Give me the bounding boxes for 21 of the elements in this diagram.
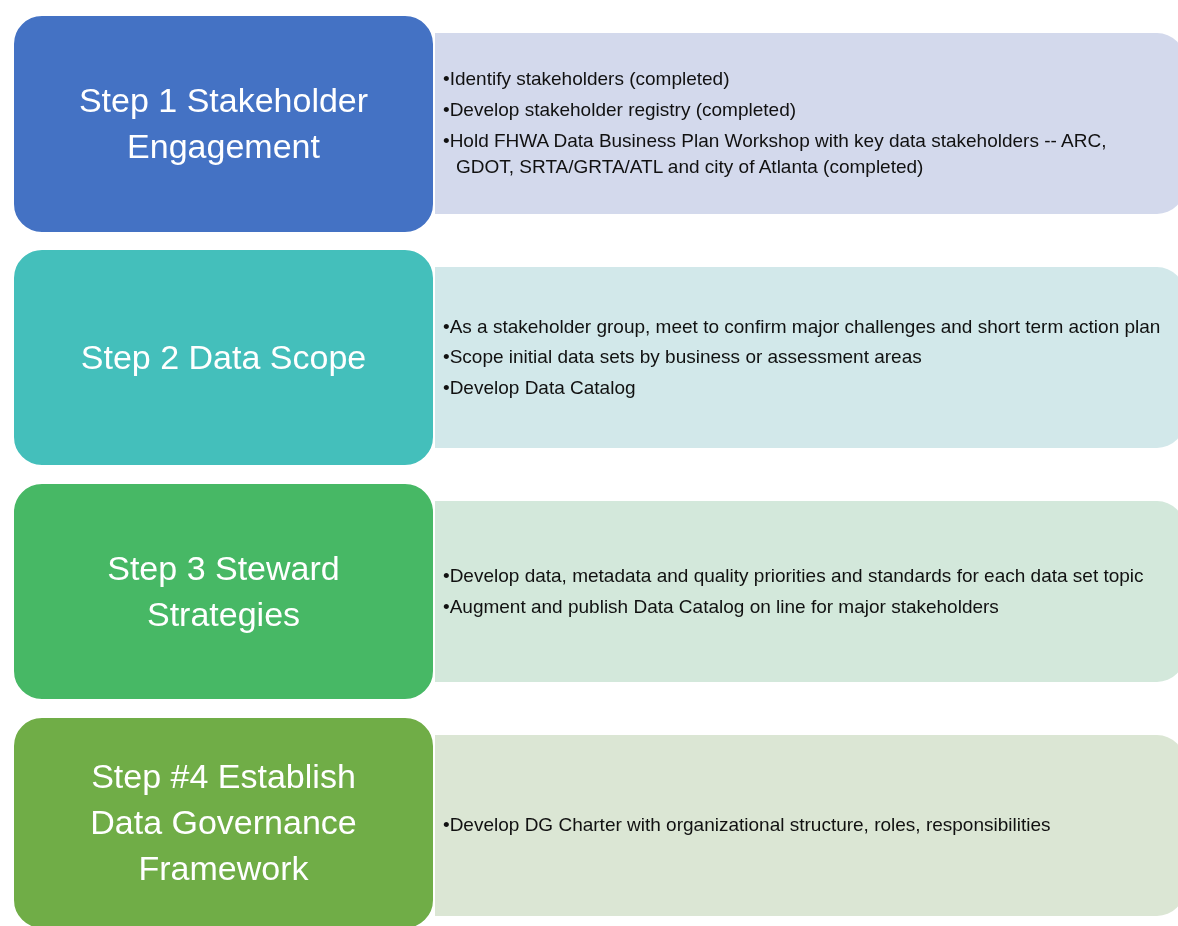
- bullet-item: •Develop DG Charter with organizational structure, roles, responsibilities: [443, 813, 1052, 838]
- step-title: Step #4 Establish Data Governance Framework: [89, 756, 358, 889]
- bullet-item: •Scope initial data sets by business or assessment areas: [443, 345, 923, 370]
- bullet-item: •Develop data, metadata and quality priorities and standards for each data set topic: [443, 563, 1145, 588]
- bullet-item: •Develop Data Catalog: [443, 375, 637, 400]
- bullet-item: •Develop stakeholder registry (completed): [443, 97, 798, 122]
- bullet-item: •Identify stakeholders (completed): [443, 67, 731, 92]
- detail-panel: [435, 735, 1178, 916]
- step-title: Step 1 Stakeholder Engagement: [77, 80, 370, 167]
- step-box: [12, 716, 435, 926]
- bullet-item: •Hold FHWA Data Business Plan Workshop with key data stakeholders -- ARC, GDOT, SRTA/GRTA/ATL and city of Atlanta (completed): [443, 128, 1108, 180]
- step-box: [12, 14, 435, 234]
- detail-panel: [435, 33, 1178, 214]
- detail-panel: [435, 267, 1178, 448]
- bullet-item: •As a stakeholder group, meet to confirm major challenges and short term action plan: [443, 314, 1162, 339]
- step-title: Step 3 Steward Strategies: [106, 547, 341, 635]
- bullet-item: •Augment and publish Data Catalog on line for major stakeholders: [443, 594, 1000, 619]
- step-box: [12, 248, 435, 467]
- detail-panel: [435, 501, 1178, 682]
- step-box: [12, 482, 435, 701]
- step-title: Step 2 Data Scope: [79, 336, 368, 378]
